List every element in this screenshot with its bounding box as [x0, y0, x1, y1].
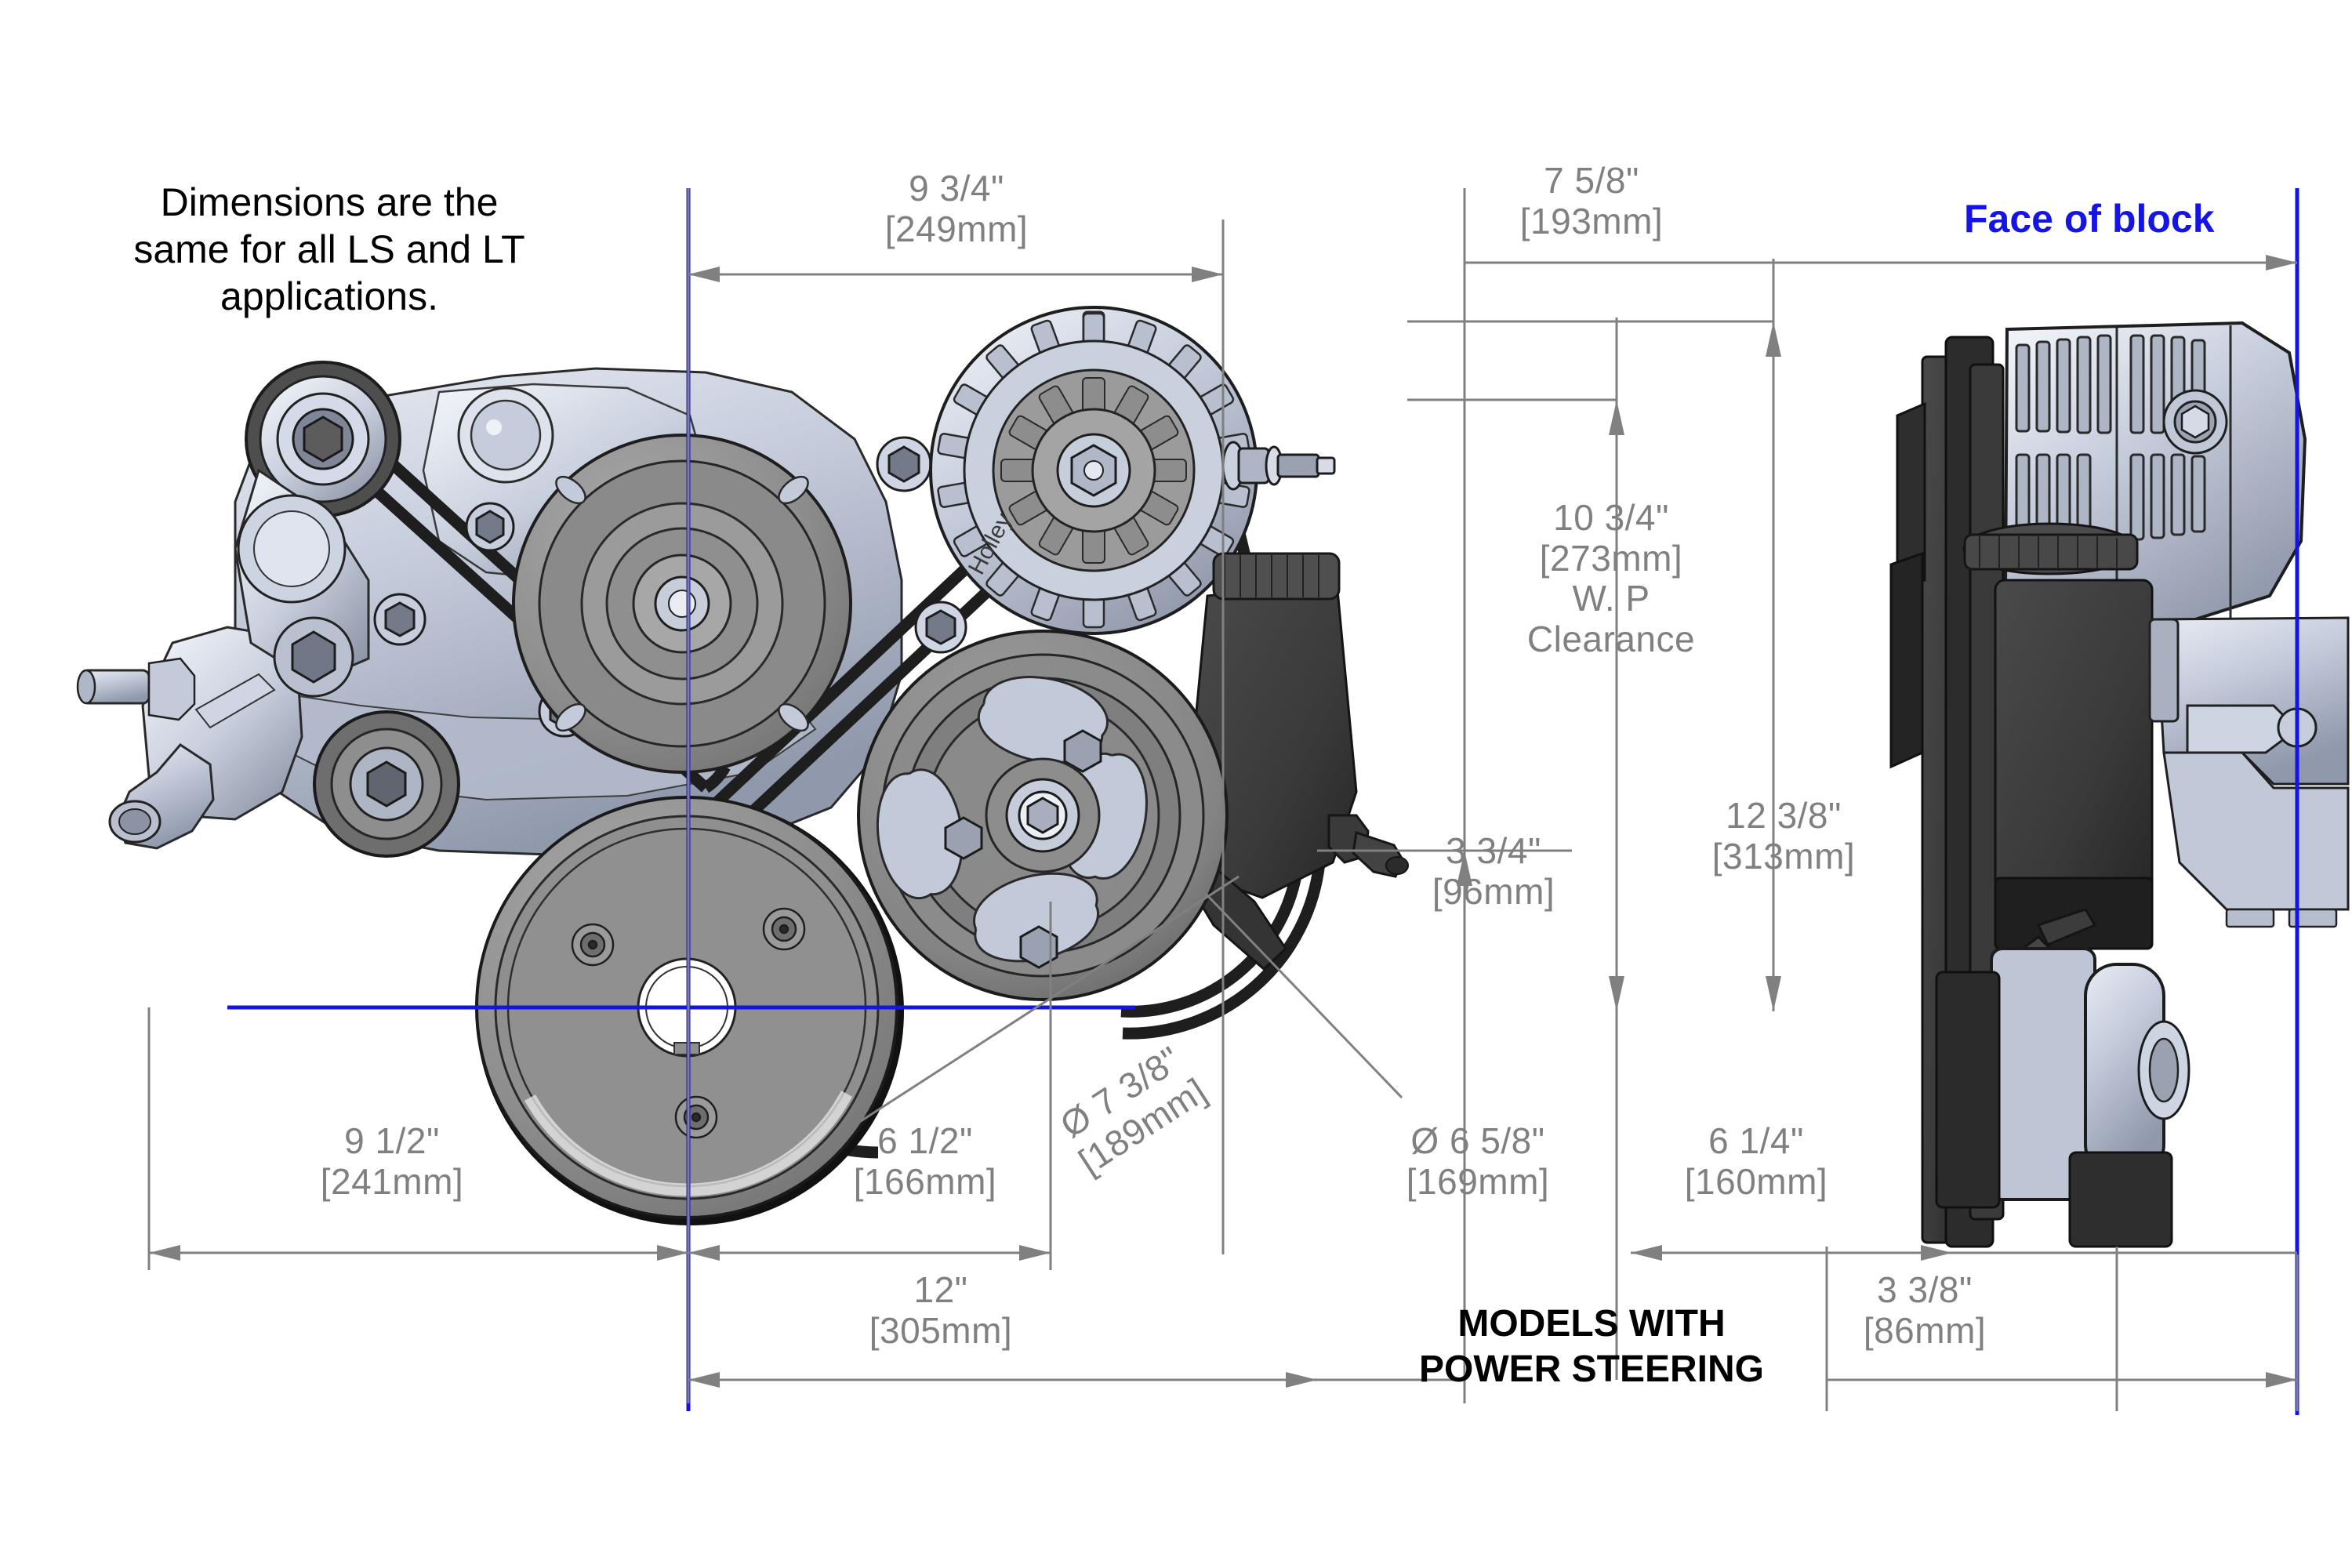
side-view-alternator: [2003, 321, 2307, 626]
dim-alt-offset: 9 3/4" [249mm]: [831, 168, 1082, 249]
dim-wp-clearance: 10 3/4" [273mm] W. P Clearance: [1482, 497, 1740, 659]
note-line-2: same for all LS and LT: [133, 227, 525, 271]
water-neck-housing: [76, 626, 303, 850]
dim-overall-height: 12 3/8" [313mm]: [1654, 795, 1913, 877]
models-label-line-2: POWER STEERING: [1418, 1348, 1765, 1390]
power-steering-reservoir: [1184, 552, 1409, 971]
alternator: Holley: [929, 306, 1336, 635]
dim-alt-to-block: 7 5/8" [193mm]: [1466, 160, 1717, 241]
dim-ps-fitting-mm: [96mm]: [1432, 870, 1555, 912]
dim-alt-offset-mm: [249mm]: [884, 208, 1029, 249]
leader-dia-6-5-8: [1204, 892, 1403, 1099]
dim-wp-clearance-note1: W. P: [1572, 578, 1650, 619]
dim-side-depth-small-mm: [86mm]: [1863, 1309, 1987, 1351]
dim-ps-pulley-dia-mm: [169mm]: [1406, 1160, 1550, 1202]
power-steering-pump-pulley: [857, 630, 1229, 1001]
crankshaft-pulley: [475, 796, 904, 1225]
note-line-1: Dimensions are the: [160, 180, 499, 224]
dimension-lines: [147, 188, 2299, 1411]
dim-overall-height-mm: [313mm]: [1711, 835, 1856, 877]
dim-crank-right-inch: 6 1/2": [877, 1120, 973, 1161]
side-view-assembly: [1889, 321, 2350, 1248]
dim-crank-left-mm: [241mm]: [320, 1160, 464, 1202]
dim-side-depth-inch: 6 1/4": [1708, 1120, 1804, 1161]
models-with-power-steering-label: MODELS WITH POWER STEERING: [1411, 1301, 1772, 1392]
dim-crank-left: 9 1/2" [241mm]: [270, 1120, 514, 1202]
dim-wp-clearance-mm: [273mm]: [1539, 537, 1683, 579]
dim-side-depth-small: 3 3/8" [86mm]: [1815, 1269, 2034, 1351]
face-of-block-label: Face of block: [1964, 197, 2215, 241]
leader-dia-7-3-8: [860, 875, 1240, 1123]
alternator-terminal: [1221, 441, 1336, 491]
side-view-pulley-stack: [1935, 947, 2190, 1248]
dim-crank-right: 6 1/2" [166mm]: [808, 1120, 1043, 1202]
dim-ps-pulley-dia-inch: Ø 6 5/8": [1410, 1120, 1545, 1161]
dim-wp-clearance-inch: 10 3/4": [1553, 497, 1669, 538]
dimensions-note: Dimensions are the same for all LS and L…: [110, 179, 549, 320]
dim-side-depth-mm: [160mm]: [1684, 1160, 1828, 1202]
dim-ps-pulley-dia: Ø 6 5/8" [169mm]: [1360, 1120, 1595, 1202]
dim-alt-offset-inch: 9 3/4": [909, 168, 1004, 209]
models-label-line-1: MODELS WITH: [1457, 1303, 1726, 1345]
water-pump-pulley: [512, 434, 852, 774]
tensioner-pulley: [245, 361, 401, 517]
dim-ps-fitting-height: 3 3/4" [96mm]: [1384, 830, 1603, 912]
dim-crank-right-mm: [166mm]: [853, 1160, 997, 1202]
dim-ps-fitting-inch: 3 3/4": [1446, 830, 1541, 871]
side-view-block: [2148, 616, 2350, 928]
dim-side-depth: 6 1/4" [160mm]: [1639, 1120, 1874, 1202]
note-line-3: applications.: [220, 274, 438, 318]
dim-overall-width-inch: 12": [913, 1269, 968, 1310]
dim-overall-width-mm: [305mm]: [869, 1309, 1013, 1351]
tensioner-arm: [234, 468, 370, 698]
idler-pulley-lower: [313, 710, 460, 858]
dim-overall-height-inch: 12 3/8": [1726, 795, 1842, 836]
dim-alt-to-block-inch: 7 5/8": [1544, 160, 1639, 201]
dim-alt-to-block-mm: [193mm]: [1519, 200, 1664, 241]
dim-crank-left-inch: 9 1/2": [344, 1120, 440, 1161]
dim-overall-width: 12" [305mm]: [823, 1269, 1058, 1351]
dim-side-depth-small-inch: 3 3/8": [1877, 1269, 1973, 1310]
dim-wp-clearance-note2: Clearance: [1526, 618, 1696, 659]
